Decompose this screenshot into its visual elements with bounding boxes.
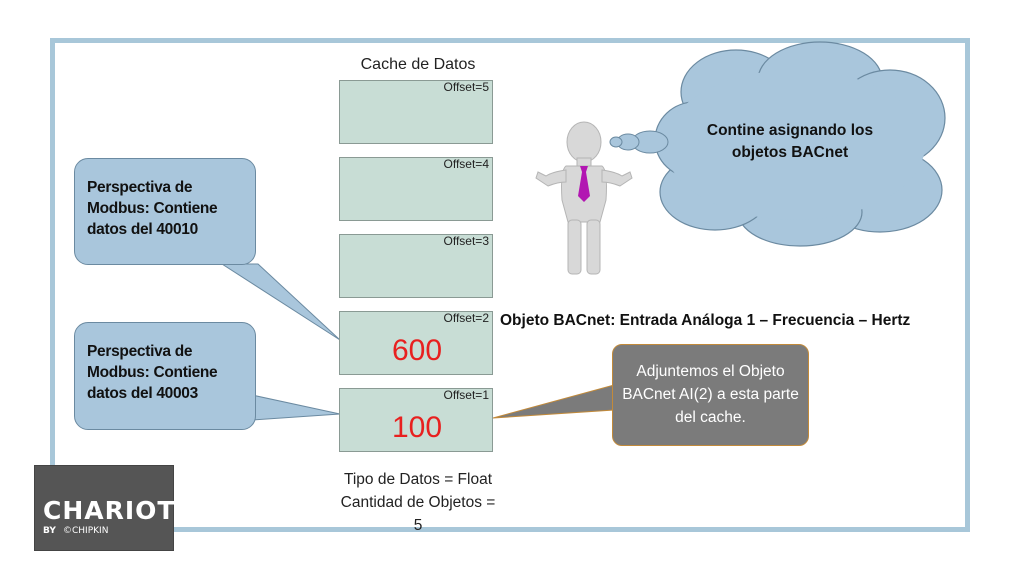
cache-title: Cache de Datos (360, 56, 476, 73)
attach-callout: Adjuntemos el Objeto BACnet AI(2) a esta… (612, 344, 809, 446)
tie (578, 166, 590, 202)
bubble-bottom-tail (251, 394, 341, 421)
slide-frame (50, 38, 970, 532)
cache-cell-offset-5: Offset=5 (339, 80, 493, 144)
modbus-bubble-top: Perspectiva de Modbus: Contiene datos de… (74, 158, 256, 265)
offset-label: Offset=5 (443, 80, 489, 94)
offset-label: Offset=3 (443, 234, 489, 248)
modbus-bubble-bottom: Perspectiva de Modbus: Contiene datos de… (74, 322, 256, 430)
bacnet-object-label: Objeto BACnet: Entrada Análoga 1 – Frecu… (500, 312, 911, 329)
logo-by: BY (43, 526, 56, 536)
data-type-line: Tipo de Datos = Float (343, 471, 493, 488)
logo-company: ©CHIPKIN (63, 526, 109, 536)
cell-value: 100 (391, 411, 443, 444)
cloud-text: Contine asignando los objetos BACnet (706, 122, 874, 161)
object-count-line: Cantidad de Objetos = 5 (340, 494, 496, 534)
callout-tail (492, 384, 615, 419)
logo-word: CHARIOT (43, 496, 176, 525)
cache-cell-offset-3: Offset=3 (339, 234, 493, 298)
cell-value: 600 (391, 334, 443, 367)
offset-label: Offset=2 (443, 311, 489, 325)
offset-label: Offset=4 (443, 157, 489, 171)
thought-cloud (654, 41, 946, 247)
data-type-info: Tipo de Datos = Float Cantidad de Objeto… (340, 468, 496, 537)
offset-label: Offset=1 (443, 388, 489, 402)
chariot-logo: CHARIOT BY ©CHIPKIN (34, 465, 174, 551)
cache-cell-offset-2: Offset=2 600 (339, 311, 493, 375)
cache-cell-offset-4: Offset=4 (339, 157, 493, 221)
cache-cell-offset-1: Offset=1 100 (339, 388, 493, 452)
